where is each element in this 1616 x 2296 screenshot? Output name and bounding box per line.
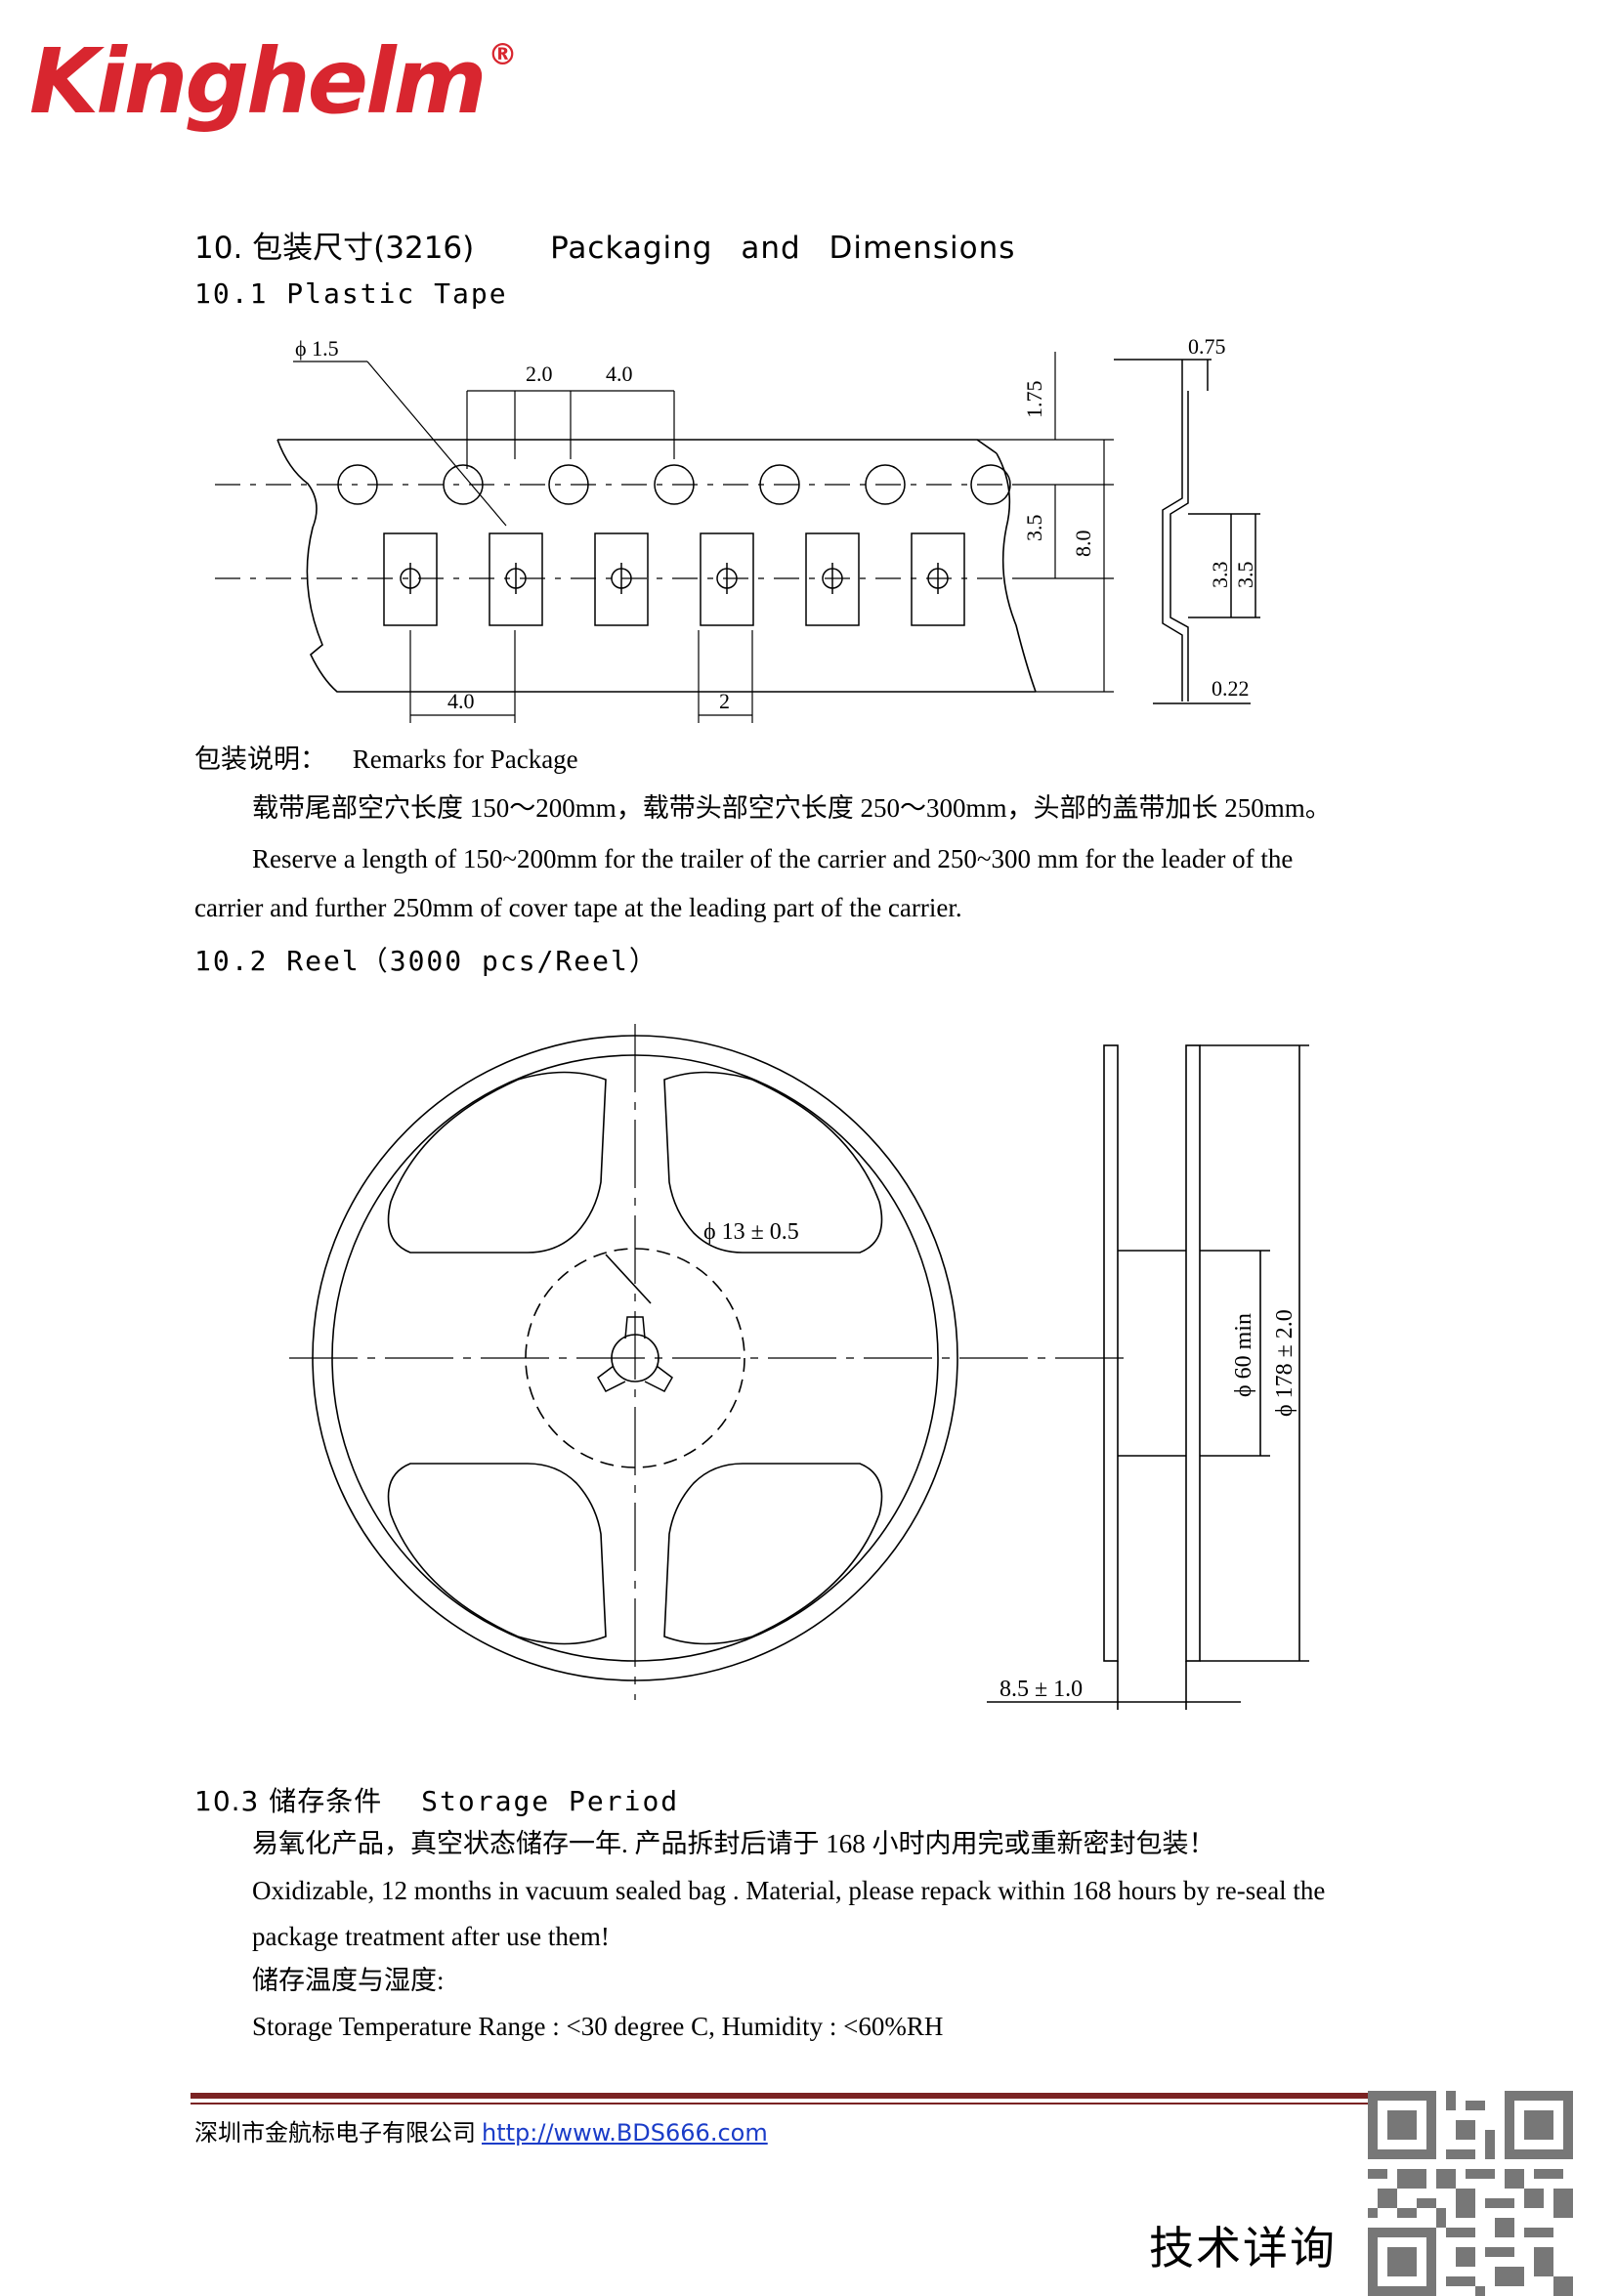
plastic-tape-drawing: ϕ 1.5 2.0 4.0 4.0 2 1.75 3.5 8.0 0.75 3.… — [215, 334, 1260, 723]
reel-side-view — [987, 1044, 1309, 1710]
section-heading: 10. 包装尺寸(3216) Packaging and Dimensions — [194, 223, 1015, 267]
dim-pocket-depth-a: 3.3 — [1208, 562, 1232, 589]
remarks-cn: 载带尾部空穴长度 150～200mm，载带头部空穴长度 250～300mm，头部… — [252, 793, 1332, 823]
remarks-en-line2: carrier and further 250mm of cover tape … — [194, 893, 962, 922]
reel-windows — [387, 1071, 883, 1645]
footer-text: 深圳市金航标电子有限公司 http://www.BDS666.com — [194, 2113, 768, 2147]
pockets — [383, 532, 965, 626]
registered-mark: ® — [488, 38, 517, 72]
storage-heading-cn: 10.3 储存条件 — [194, 1785, 383, 1817]
dim-center: 3.5 — [1022, 515, 1046, 542]
storage-heading-en: Storage Period — [421, 1785, 680, 1817]
tape-side-profile — [1114, 359, 1260, 704]
dim-hole-dia: ϕ 1.5 — [295, 336, 339, 361]
dim-hub-min: ϕ 60 min — [1231, 1313, 1256, 1397]
dim-outer: ϕ 178 ± 2.0 — [1272, 1309, 1297, 1417]
storage-line-cn: 易氧化产品，真空状态储存一年. 产品拆封后请于 168 小时内用完或重新密封包装… — [252, 1829, 1215, 1858]
footer-company: 深圳市金航标电子有限公司 — [194, 2121, 476, 2147]
qr-code-image[interactable] — [1368, 2091, 1573, 2296]
storage-line-en1: Oxidizable, 12 months in vacuum sealed b… — [252, 1876, 1326, 1905]
sprocket-holes — [337, 464, 1011, 505]
storage-range: Storage Temperature Range : <30 degree C… — [252, 2012, 944, 2041]
dim-pitch-hole: 2.0 — [526, 361, 553, 386]
dim-pitch-pocket: 4.0 — [447, 689, 475, 713]
dim-hub-hole: ϕ 13 ± 0.5 — [703, 1219, 799, 1245]
tech-consult-label: 技术详询 — [1149, 2222, 1337, 2275]
storage-heading: 10.3 储存条件 Storage Period — [194, 1780, 679, 1819]
remarks-title: 包装说明： Remarks for Package — [194, 743, 578, 777]
footer-rule-thin — [191, 2103, 1373, 2105]
logo-text: Kinghelm — [29, 29, 487, 134]
remarks-label-cn: 包装说明： — [194, 744, 326, 774]
storage-line-en2: package treatment after use them! — [252, 1922, 610, 1951]
kinghelm-logo: Kinghelm® — [29, 37, 517, 127]
remarks-label-en: Remarks for Package — [352, 744, 578, 774]
reel-drawing: ϕ 13 ± 0.5 ϕ 60 min ϕ 178 ± 2.0 8.5 ± 1.… — [289, 1024, 1309, 1710]
dim-reel-width: 8.5 ± 1.0 — [999, 1677, 1083, 1702]
footer-url-link[interactable]: http://www.BDS666.com — [482, 2119, 768, 2147]
tape-heading: 10.1 Plastic Tape — [194, 277, 508, 310]
dim-pocket-w: 2 — [719, 689, 730, 713]
dim-pocket-depth-b: 3.5 — [1233, 562, 1257, 589]
dim-width: 8.0 — [1071, 531, 1095, 558]
section-title-en: Packaging and Dimensions — [550, 231, 1016, 266]
footer-rule — [191, 2093, 1373, 2099]
reel-heading: 10.2 Reel（3000 pcs/Reel） — [194, 945, 659, 977]
remarks-en-line1: Reserve a length of 150~200mm for the tr… — [252, 844, 1294, 873]
storage-label-cn: 储存温度与湿度: — [252, 1966, 445, 1995]
dim-edge: 1.75 — [1022, 381, 1046, 419]
dim-thickness-top: 0.75 — [1188, 334, 1226, 359]
section-title-cn: 10. 包装尺寸(3216) — [194, 231, 475, 266]
dim-pitch-sprocket: 4.0 — [606, 361, 633, 386]
dim-thickness-bottom: 0.22 — [1212, 676, 1250, 701]
